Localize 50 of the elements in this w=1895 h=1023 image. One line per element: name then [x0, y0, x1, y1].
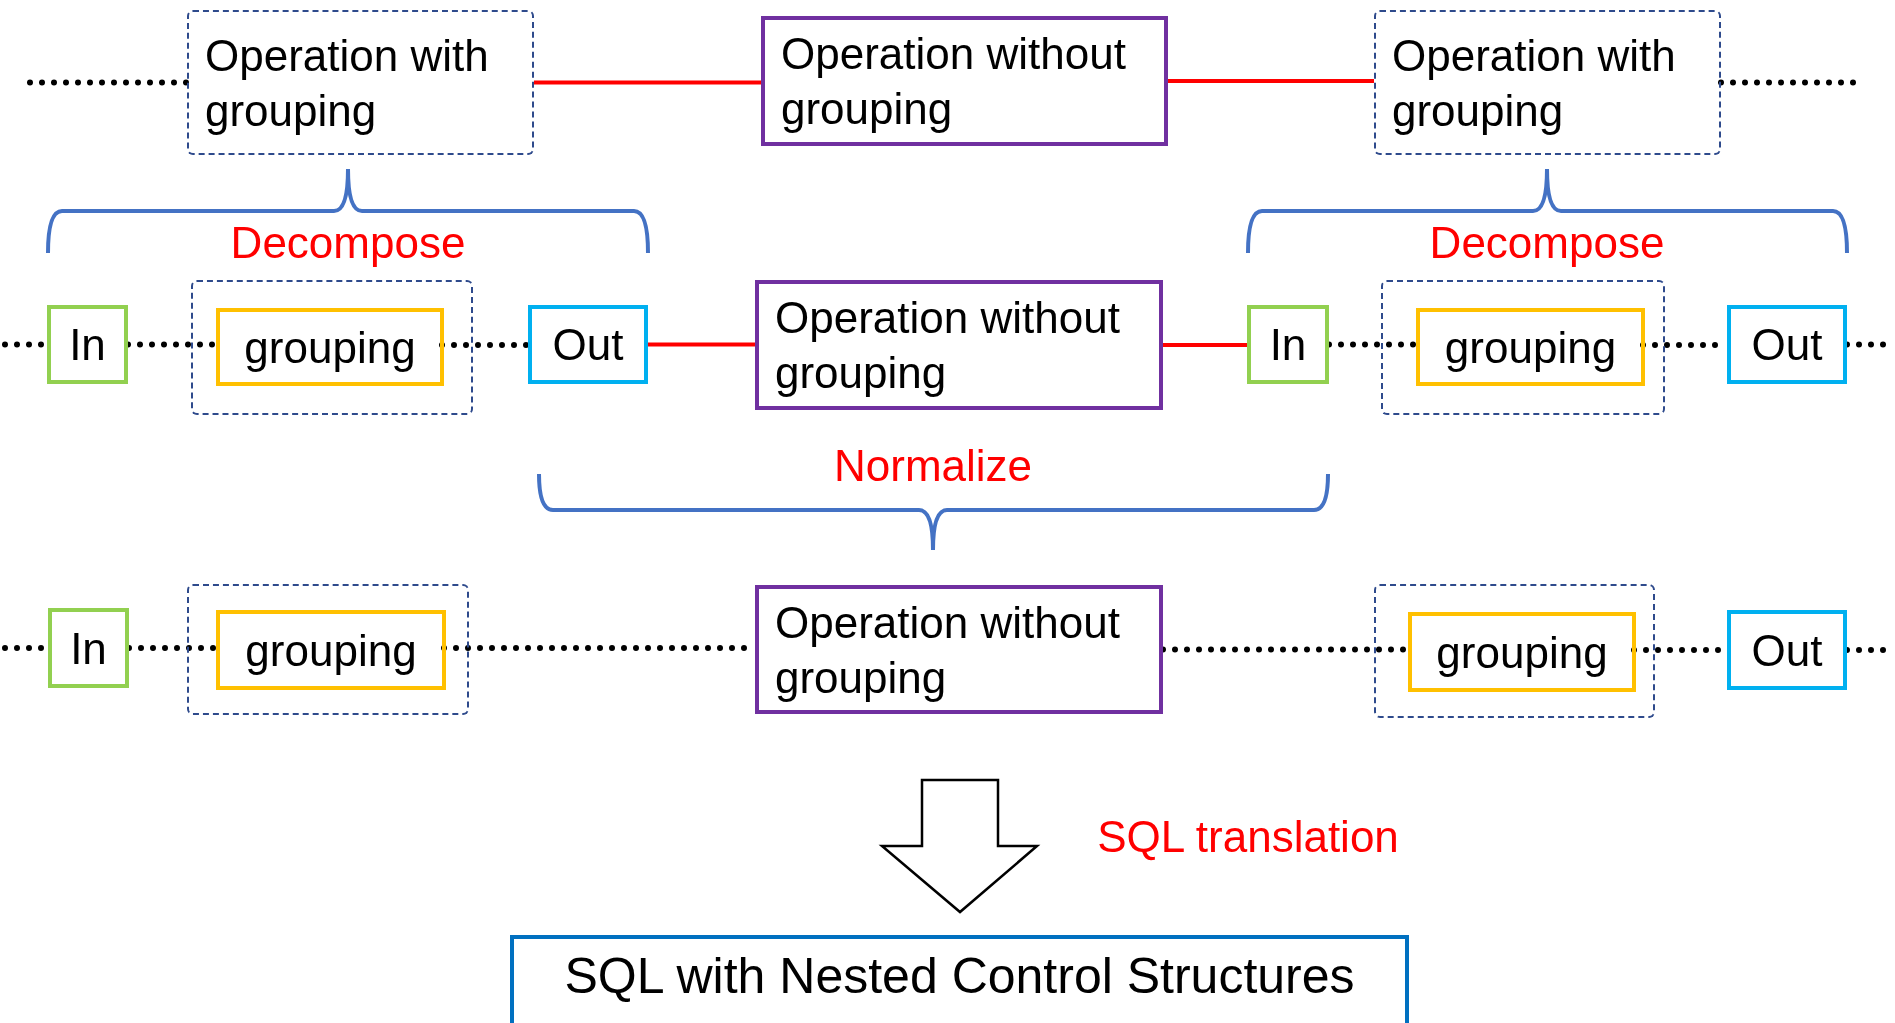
node-label: grouping: [1436, 626, 1608, 679]
block-arrow: [878, 778, 1041, 914]
dashed-group-box: [187, 584, 469, 715]
dotted-line: [1326, 341, 1417, 348]
output-box: [1727, 610, 1847, 690]
dotted-line: [125, 341, 217, 348]
grouping-box: [1408, 612, 1636, 692]
node-label: Out: [1751, 319, 1823, 371]
input-box: [1247, 305, 1329, 384]
step-label: Decompose: [1429, 218, 1665, 268]
grouping-box: [216, 610, 446, 690]
process-box: [755, 280, 1163, 410]
dashed-group-box: [1374, 584, 1655, 718]
result-box: [510, 935, 1409, 1023]
node-label: Operation without grouping: [775, 292, 1121, 399]
node-label: Operation with grouping: [1392, 29, 1677, 137]
connector-line: [1168, 79, 1374, 83]
node-label: Operation without grouping: [775, 596, 1121, 704]
connector-line: [1163, 343, 1247, 347]
dotted-line: [126, 645, 217, 651]
node-label: In: [70, 622, 107, 675]
node-label: Out: [552, 319, 624, 371]
node-label: Operation with grouping: [205, 29, 490, 137]
dotted-line: [1160, 646, 1409, 653]
input-box: [48, 608, 129, 688]
connector-line: [648, 342, 755, 347]
node-label: In: [1269, 319, 1307, 371]
process-box: [761, 16, 1168, 146]
node-label: Out: [1751, 624, 1823, 677]
node-label: grouping: [1444, 321, 1617, 374]
grouping-box: [1416, 308, 1645, 386]
node-label: SQL with Nested Control Structures: [564, 947, 1355, 1006]
node-label: In: [69, 319, 106, 371]
input-box: [47, 305, 128, 384]
node-label: grouping: [245, 624, 417, 677]
output-box: [528, 305, 648, 384]
step-label: Decompose: [230, 218, 466, 268]
node-label: Operation without grouping: [781, 28, 1127, 135]
node-label: grouping: [244, 321, 416, 374]
grouping-box: [216, 308, 444, 386]
dashed-group-box: [1381, 280, 1665, 415]
dashed-group-box: [1374, 10, 1721, 155]
step-label: Normalize: [834, 441, 1032, 491]
dotted-line: [27, 79, 190, 86]
dotted-line: [439, 342, 531, 348]
connector-line: [534, 80, 761, 85]
process-box: [755, 585, 1163, 714]
dashed-group-box: [187, 10, 534, 155]
dashed-group-box: [191, 280, 473, 415]
output-box: [1727, 305, 1847, 384]
